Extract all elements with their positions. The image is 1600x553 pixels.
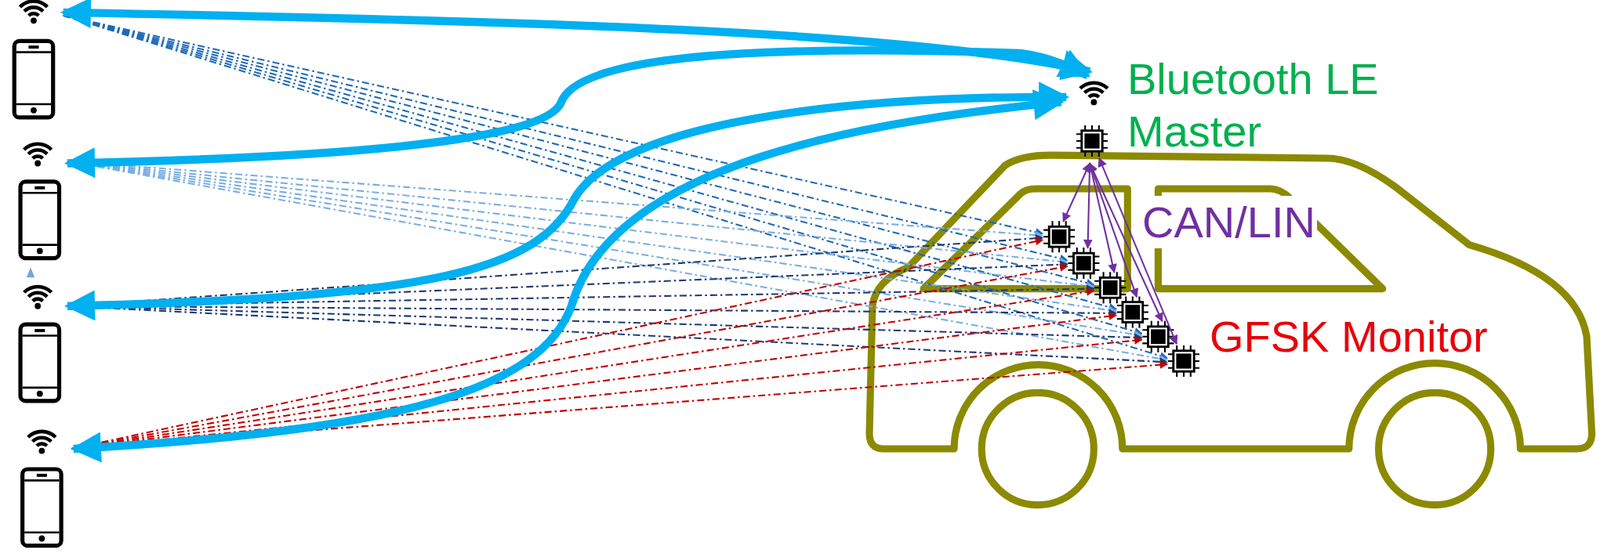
phone-icon [20,324,59,402]
signal-line [67,161,1117,312]
wifi-symbol [1080,83,1108,106]
chip-icon [1067,247,1100,280]
signal-line [71,266,1067,450]
signal-line [63,15,1168,359]
signal-line [71,315,1117,450]
wifi-symbol [24,286,52,310]
chip-icon [1076,125,1108,157]
signal-line [71,239,1043,450]
gfsk-signal-lines [63,15,1168,450]
bluetooth-arrow [67,50,1089,164]
phone-icon [22,469,62,547]
car-outline [869,155,1593,505]
signal-line [71,290,1094,450]
chip-icon [1168,345,1200,378]
phone-icon [20,181,59,259]
bluetooth-arrow [73,101,1062,450]
monitor-chip: GFSK Monitor [1168,345,1200,378]
bus-arrow [1063,163,1090,222]
chip-icon [1076,125,1108,157]
phone-icon [14,40,53,118]
small-marker [26,267,35,278]
node-label: GFSK Monitor [1209,310,1488,363]
bluetooth-arrow [67,97,1067,307]
wifi-symbol [19,1,48,25]
bluetooth-arrow [63,12,1090,72]
chip-icon [1094,272,1126,304]
master-chip: Bluetooth LE Master [1076,125,1108,157]
chip-icon [1168,345,1200,378]
wifi-symbol [24,144,52,167]
bluetooth-links [63,12,1090,450]
bus-label: CAN/LIN [1140,195,1318,249]
signal-line [71,340,1142,450]
wifi-symbol [28,431,56,455]
bus-arrow [1088,163,1091,249]
chip-icon [1117,297,1149,329]
chip-icon [1043,221,1075,253]
bus-arrow [1099,158,1177,345]
signal-line [67,161,1094,287]
signal-line [63,15,1143,334]
node-label: Bluetooth LE Master [1127,52,1391,158]
